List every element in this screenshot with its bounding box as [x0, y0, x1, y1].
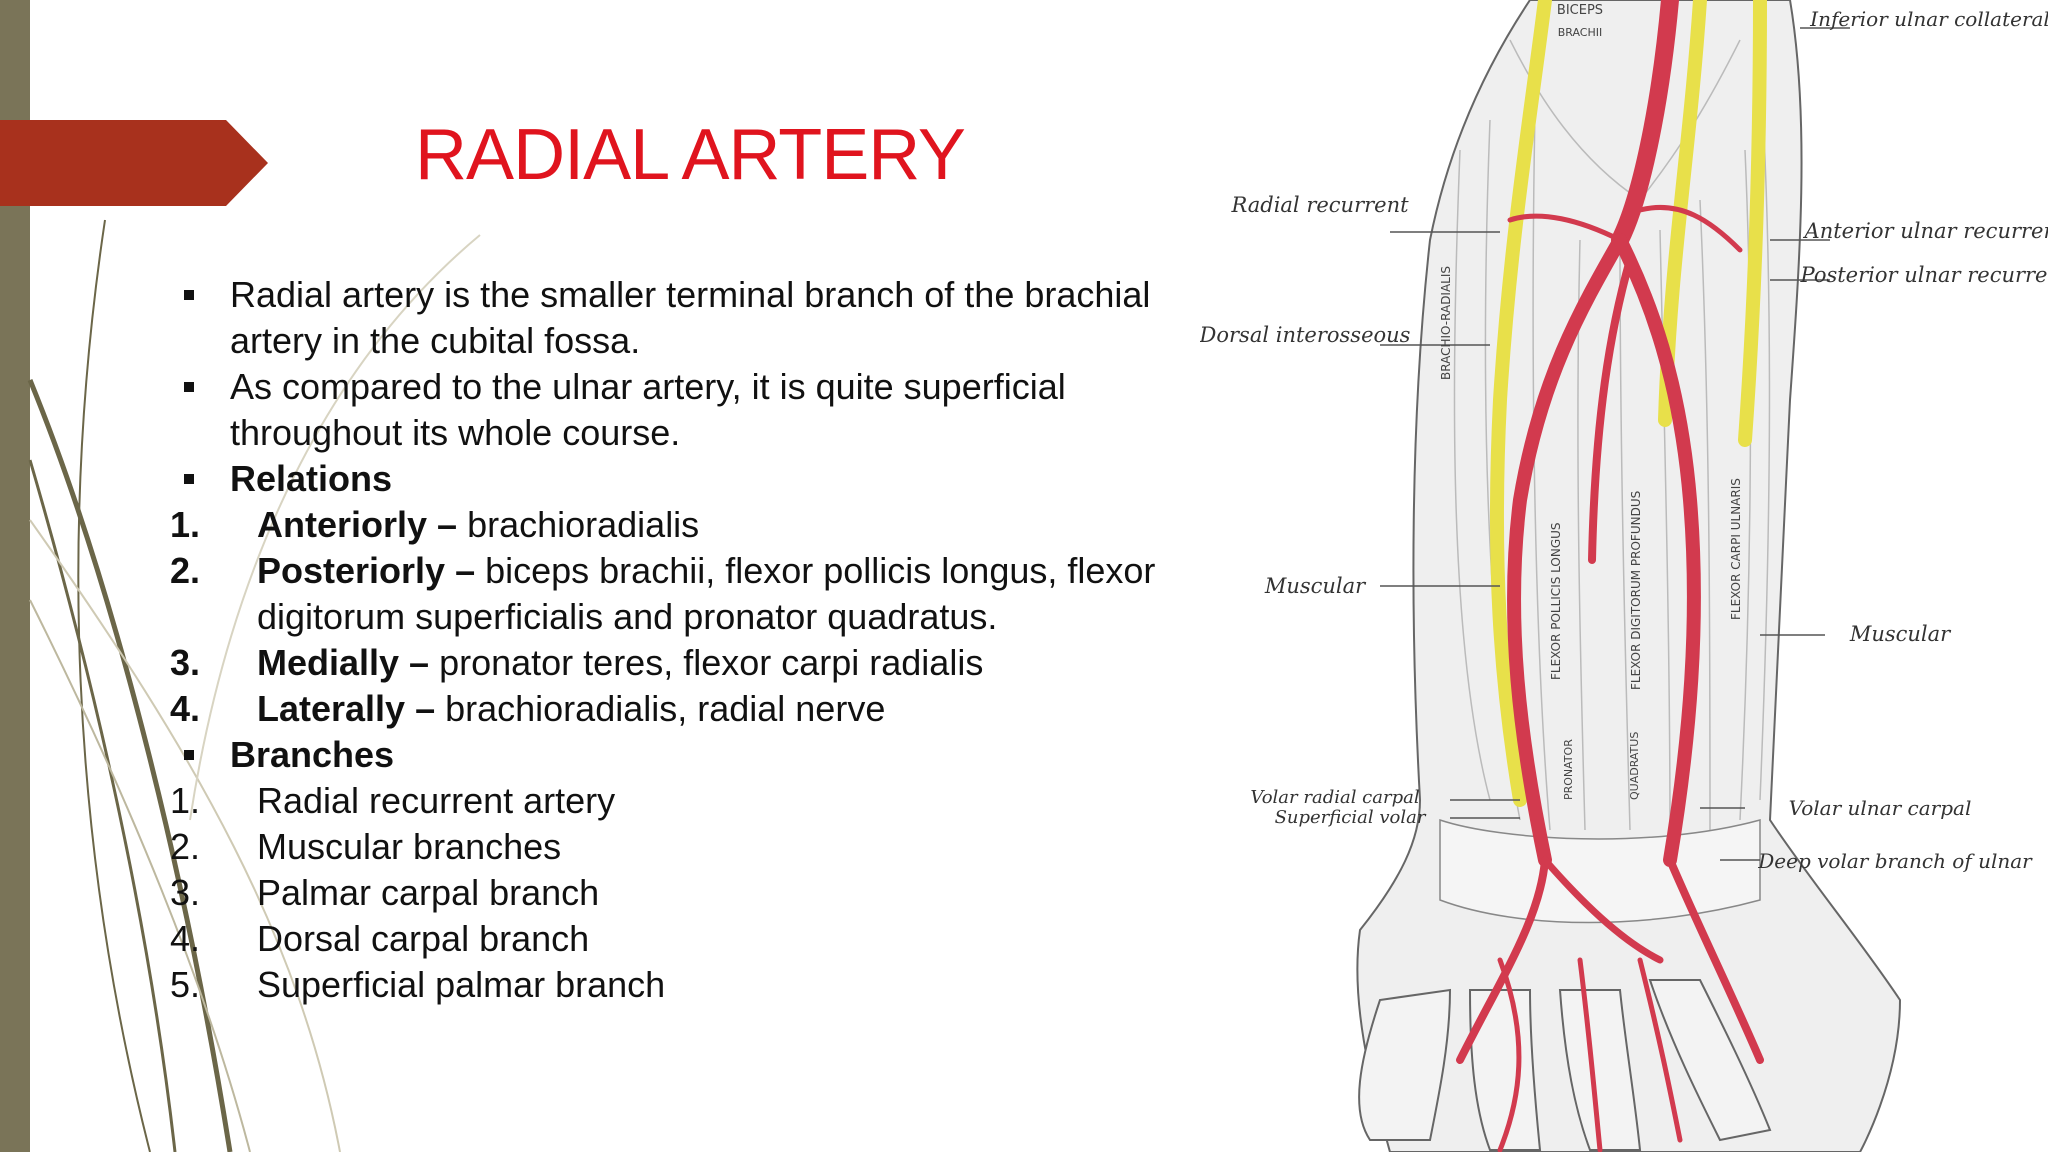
relation-term: Medially –: [257, 642, 430, 683]
slide-title: RADIAL ARTERY: [415, 115, 966, 195]
label-dorsal-interosseous: Dorsal interosseous: [1200, 323, 1411, 347]
relation-item: 1. Anteriorly – brachioradialis: [170, 502, 1180, 548]
branch-item: 3. Palmar carpal branch: [170, 870, 1180, 916]
relation-number: 1.: [170, 504, 201, 545]
label-flexor-pollicis-longus: FLEXOR POLLICIS LONGUS: [1549, 522, 1563, 680]
label-biceps: BICEPS: [1557, 3, 1603, 18]
relation-detail: pronator teres, flexor carpi radialis: [429, 642, 984, 683]
label-quadratus: QUADRATUS: [1628, 732, 1641, 800]
branch-item: 5. Superficial palmar branch: [170, 962, 1180, 1008]
forearm-artery-illustration: Inferior ulnar collateral Radial recurre…: [1200, 0, 2048, 1152]
relations-list: 1. Anteriorly – brachioradialis 2. Posteri…: [170, 502, 1180, 732]
branch-number: 4.: [170, 918, 201, 959]
relation-item: 2. Posteriorly – biceps brachii, flexor p…: [170, 548, 1180, 640]
label-radial-recurrent: Radial recurrent: [1230, 193, 1409, 217]
branch-item: 2. Muscular branches: [170, 824, 1180, 870]
label-pronator: PRONATOR: [1562, 739, 1575, 800]
relation-detail: brachioradialis, radial nerve: [435, 688, 886, 729]
relation-term: Laterally –: [257, 688, 436, 729]
relation-term: Posteriorly –: [257, 550, 476, 591]
branch-text: Radial recurrent artery: [257, 780, 616, 821]
relation-number: 3.: [170, 642, 201, 683]
relation-detail: biceps brachii, flexor pollicis longus, …: [257, 550, 1156, 637]
title-arrow-shape: [0, 120, 268, 206]
branch-number: 5.: [170, 964, 201, 1005]
branch-text: Palmar carpal branch: [257, 872, 600, 913]
label-flexor-digitorum-profundus: FLEXOR DIGITORUM PROFUNDUS: [1629, 491, 1643, 690]
relation-detail: brachioradialis: [457, 504, 700, 545]
branch-number: 2.: [170, 826, 201, 867]
label-anterior-ulnar-recurrent: Anterior ulnar recurrent: [1803, 219, 2048, 243]
branch-text: Muscular branches: [257, 826, 562, 867]
label-superficial-volar: Superficial volar: [1275, 807, 1427, 828]
branch-text: Dorsal carpal branch: [257, 918, 590, 959]
relation-number: 4.: [170, 688, 201, 729]
branch-item: 4. Dorsal carpal branch: [170, 916, 1180, 962]
label-deep-volar-branch: Deep volar branch of ulnar: [1757, 849, 2033, 873]
branch-number: 1.: [170, 780, 201, 821]
branch-item: 1. Radial recurrent artery: [170, 778, 1180, 824]
bullet-relations-heading: Relations: [170, 456, 1180, 502]
label-brachii: BRACHII: [1558, 26, 1603, 39]
label-posterior-ulnar-recurrent: Posterior ulnar recurrent: [1800, 263, 2048, 287]
bullet-definition: Radial artery is the smaller terminal br…: [170, 272, 1180, 364]
label-muscular-right: Muscular: [1849, 622, 1952, 646]
bullet-superficial: As compared to the ulnar artery, it is q…: [170, 364, 1180, 456]
label-brachio-radialis: BRACHIO-RADIALIS: [1439, 266, 1453, 380]
label-inferior-ulnar-collateral: Inferior ulnar collateral: [1809, 7, 2048, 31]
content-list: Radial artery is the smaller terminal br…: [170, 272, 1180, 1008]
relation-number: 2.: [170, 550, 201, 591]
branch-number: 3.: [170, 872, 201, 913]
label-muscular-left: Muscular: [1264, 574, 1367, 598]
branches-list: 1. Radial recurrent artery 2. Muscular bra…: [170, 778, 1180, 1008]
relation-item: 3. Medially – pronator teres, flexor carp…: [170, 640, 1180, 686]
label-flexor-carpi-ulnaris: FLEXOR CARPI ULNARIS: [1729, 478, 1743, 620]
branch-text: Superficial palmar branch: [257, 964, 666, 1005]
label-volar-ulnar-carpal: Volar ulnar carpal: [1789, 796, 1972, 820]
bullet-branches-heading: Branches: [170, 732, 1180, 778]
relation-item: 4. Laterally – brachioradialis, radial ne…: [170, 686, 1180, 732]
label-volar-radial-carpal: Volar radial carpal: [1250, 787, 1419, 808]
relation-term: Anteriorly –: [257, 504, 458, 545]
